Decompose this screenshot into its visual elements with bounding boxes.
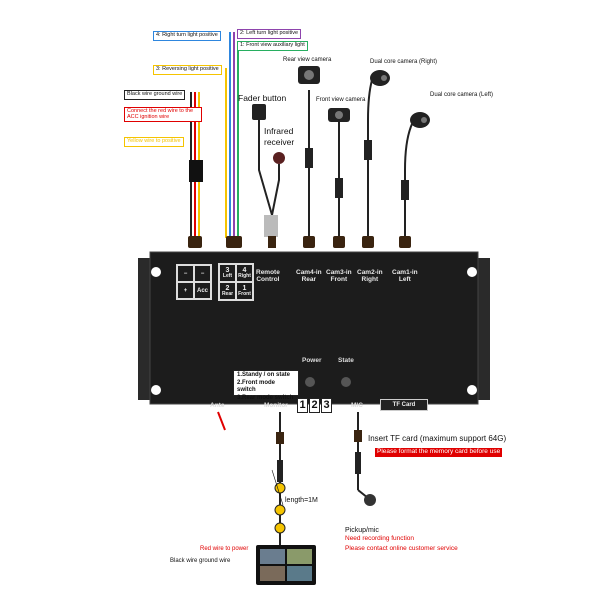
dual-core-camera-right-body — [370, 70, 390, 86]
power-led-label: Power — [302, 357, 322, 364]
label-left-turn: 2: Left turn light positive — [237, 29, 302, 39]
black-ground-note: Black wire ground wire — [170, 558, 231, 564]
mount-hole — [467, 385, 477, 395]
recording-note: Need recording function — [345, 535, 415, 542]
label-infrared-2: receiver — [264, 137, 295, 147]
tf-card-slot: TF Card — [380, 399, 428, 411]
label-right-turn: 4: Right turn light positive — [153, 31, 221, 41]
format-card-note: Please format the memory card before use — [375, 448, 503, 457]
insert-tf-label: Insert TF card (maximum support 64G) — [368, 434, 507, 443]
pickup-mic-label: Pickup/mic — [345, 527, 379, 534]
monitor-cable — [271, 412, 286, 545]
label-ground-wire: Black wire ground wire — [124, 90, 186, 100]
mount-hole — [151, 267, 161, 277]
mode-digit-3: 3 — [321, 398, 332, 413]
monitor-screen — [256, 545, 316, 585]
contact-note: Please contact online customer service — [345, 545, 458, 552]
label-reversing: 3: Reversing light positive — [153, 65, 222, 75]
mode-digit-1: 1 — [297, 398, 308, 413]
power-minus-1: − — [177, 265, 194, 282]
infrared-receiver-eye — [273, 152, 285, 164]
mount-hole — [467, 267, 477, 277]
ante-label: Ante — [210, 402, 225, 409]
label-front-camera: Front view camera — [316, 97, 366, 103]
power-acc: Acc — [194, 282, 211, 299]
remote-plug — [264, 215, 278, 237]
mode-switch-legend: 1.Standy / on state 2.Front mode switch … — [233, 370, 299, 401]
label-yellow-note: Yellow wire to positive — [124, 137, 184, 147]
fader-button-body — [252, 104, 266, 120]
rear-cam-inline-connector — [305, 148, 313, 168]
fader-cable — [252, 104, 285, 248]
mode-digit-2: 2 — [309, 398, 320, 413]
label-fader-button: Fader button — [238, 93, 287, 103]
state-led — [341, 377, 351, 387]
microphone-head — [364, 494, 376, 506]
power-connector — [188, 236, 202, 248]
mode-step-2: 2.Front mode switch — [237, 379, 276, 394]
red-power-note: Red wire to power — [200, 546, 249, 552]
mic-port-label: MIC — [351, 402, 363, 409]
trigger-harness — [225, 32, 242, 248]
control-unit — [138, 251, 490, 405]
cable-length-label: length=1M — [285, 497, 318, 504]
mic-cable — [354, 412, 376, 506]
power-port-grid: − − + Acc — [176, 264, 212, 300]
camera-cables — [298, 66, 430, 248]
label-acc-note: Connect the red wire to the ACC ignition… — [124, 107, 202, 122]
mount-hole — [151, 385, 161, 395]
label-front-aux: 1: Front view auxiliary light — [237, 41, 308, 51]
trigger-connector — [226, 236, 242, 248]
monitor-port-label: Monitor — [264, 402, 288, 409]
mode-digit-boxes: 1 2 3 — [297, 398, 332, 413]
mode-step-1: 1.Standy / on state — [237, 372, 291, 378]
mode-step-3: 3.Rear mode switch — [237, 394, 294, 401]
power-plus: + — [177, 282, 194, 299]
label-dual-core-right: Dual core camera (Right) — [370, 59, 438, 65]
label-infrared-1: Infrared — [264, 126, 294, 136]
power-led — [305, 377, 315, 387]
state-led-label: State — [338, 357, 354, 364]
fuse-holder — [189, 160, 203, 182]
antenna-wire — [217, 411, 226, 431]
label-rear-camera: Rear view camera — [283, 57, 332, 63]
power-minus-2: − — [194, 265, 211, 282]
label-dual-core-left: Dual core camera (Left) — [430, 92, 494, 98]
dual-core-camera-left-body — [410, 112, 430, 128]
